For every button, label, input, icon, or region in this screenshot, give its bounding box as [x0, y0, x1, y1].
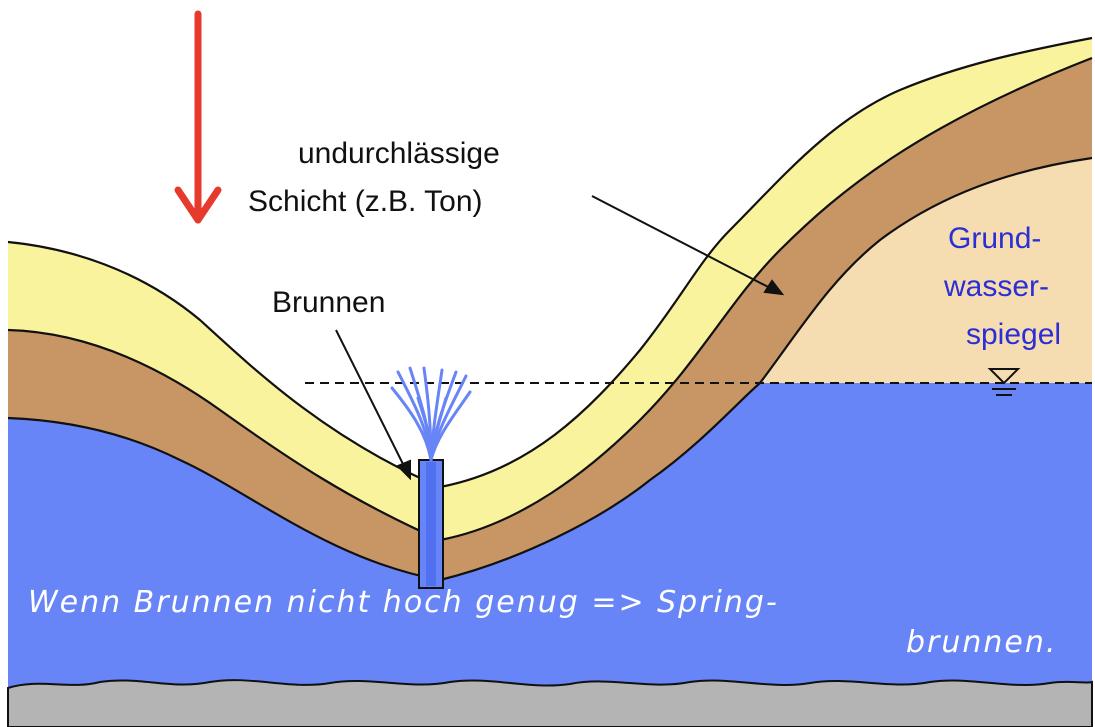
dry-aquifer — [760, 158, 1092, 383]
handwritten-note-line1: Wenn Brunnen nicht hoch genug => Spring- — [28, 585, 779, 620]
groundwater-body — [8, 383, 1092, 690]
layer-label-line1: undurchlässige — [298, 137, 500, 170]
red-arrow-icon — [174, 10, 222, 224]
clay-bottom-outline — [7, 156, 1093, 582]
layer-label-line2: Schicht (z.B. Ton) — [248, 185, 483, 218]
clay-top-outline — [7, 56, 1093, 542]
well-pointer-head — [396, 459, 411, 481]
groundwater-label-line3: spiegel — [966, 318, 1061, 351]
layer-pointer-line — [591, 195, 775, 291]
layer-pointer-head — [763, 279, 785, 296]
surface-outline — [7, 36, 1093, 489]
well-label: Brunnen — [272, 286, 385, 319]
sand-layer — [8, 38, 1092, 540]
fountain-spray — [390, 366, 472, 462]
groundwater-label-line2: wasser- — [943, 270, 1049, 303]
bedrock — [7, 679, 1093, 727]
pointer-lines — [335, 195, 785, 481]
clay-layer — [8, 58, 1092, 580]
well-water-column — [426, 462, 436, 586]
well-pointer-line — [335, 329, 405, 467]
handwritten-note-line2: brunnen. — [906, 625, 1057, 660]
water-table-symbol — [987, 368, 1021, 396]
groundwater-label-line1: Grund- — [948, 222, 1041, 255]
